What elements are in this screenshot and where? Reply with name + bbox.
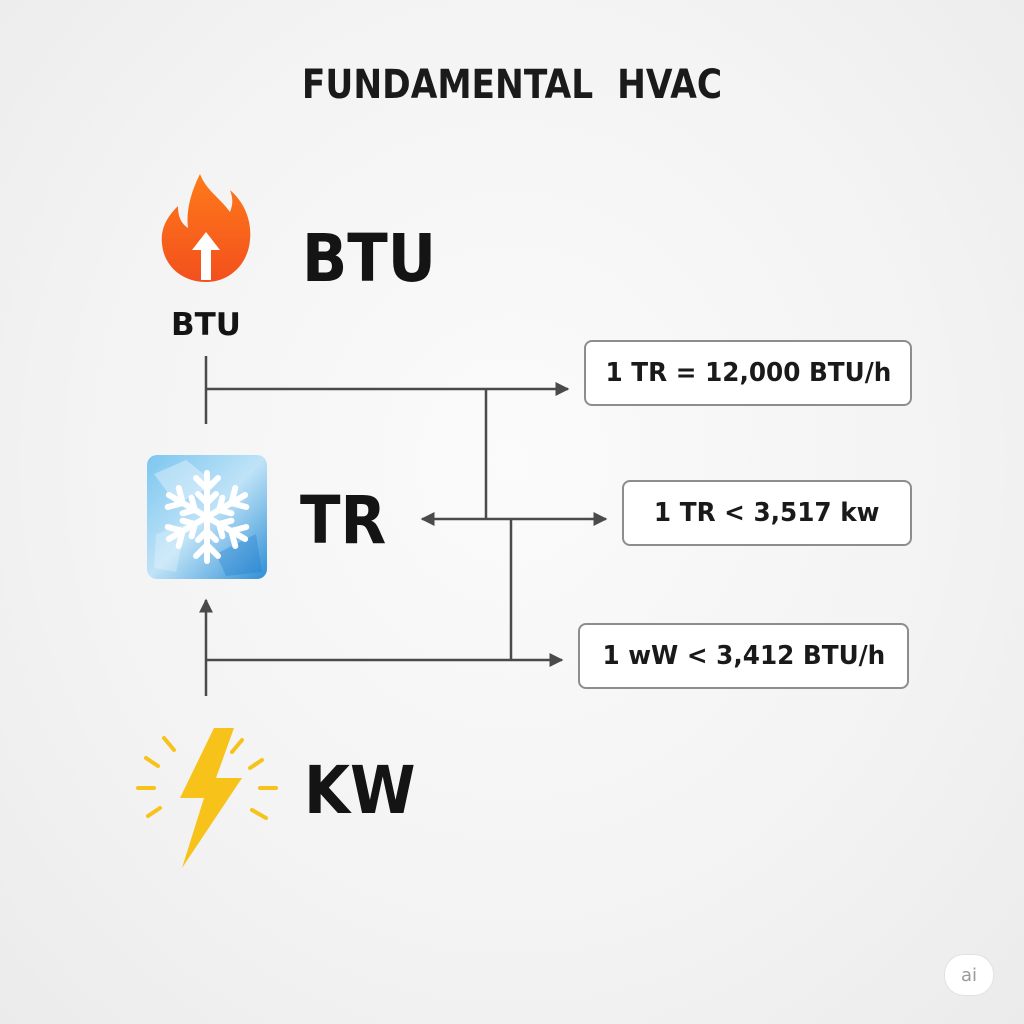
btu-icon-caption: BTU bbox=[171, 307, 241, 343]
conversion-text: 1 TR < 3,517 kw bbox=[654, 498, 880, 528]
lightning-icon bbox=[136, 728, 278, 868]
watermark-badge: ai bbox=[944, 954, 994, 996]
conversion-text: 1 wW < 3,412 BTU/h bbox=[602, 641, 885, 671]
btu-label: BTU bbox=[302, 220, 437, 297]
conversion-text: 1 TR = 12,000 BTU/h bbox=[605, 358, 891, 388]
page-title: FUNDAMENTAL HVAC bbox=[301, 62, 723, 108]
flame-arrow-icon bbox=[161, 174, 251, 282]
conversion-box-kw-btu: 1 wW < 3,412 BTU/h bbox=[578, 623, 909, 689]
snowflake-ice-icon bbox=[147, 455, 267, 579]
conversion-box-tr-kw: 1 TR < 3,517 kw bbox=[622, 480, 912, 546]
tr-label: TR bbox=[300, 482, 387, 559]
kw-label: KW bbox=[304, 752, 416, 829]
conversion-box-tr-btu: 1 TR = 12,000 BTU/h bbox=[584, 340, 912, 406]
